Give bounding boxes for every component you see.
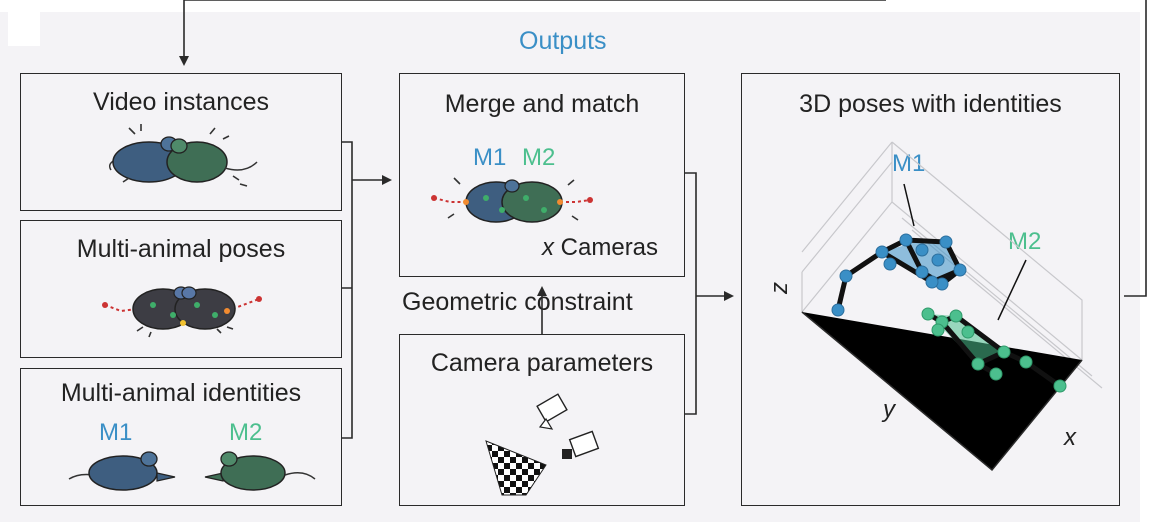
video-instances-title: Video instances [92, 88, 270, 116]
poses-3d-box: 3D poses with identities M1 M2 z y x [741, 73, 1120, 506]
multi-animal-identities-box: Multi-animal identities M1 M2 [20, 368, 342, 506]
video-mice-illustration [108, 124, 258, 187]
multi-animal-identities-title: Multi-animal identities [60, 379, 302, 407]
camera-calibration-illustration [485, 393, 600, 496]
camera-parameters-title: Camera parameters [430, 349, 654, 377]
outputs-label: Outputs [519, 27, 607, 55]
axis-y-label: y [883, 396, 895, 423]
pose3d-label-m2: M2 [1008, 228, 1042, 255]
mouse-m1-illustration [68, 451, 176, 491]
poses-3d-plot [801, 141, 1103, 472]
identity-label-m2: M2 [229, 419, 263, 446]
mouse-m2-illustration [204, 451, 316, 491]
poses-3d-title: 3D poses with identities [799, 90, 1062, 118]
feedback-loop-return [1124, 0, 1147, 297]
geometric-constraint-label: Geometric constraint [402, 288, 633, 316]
merge-and-match-box: Merge and match M1 M2 x Cameras [399, 73, 685, 277]
video-instances-box: Video instances [20, 73, 342, 211]
feedback-loop-line [179, 0, 886, 66]
pose3d-label-m1: M1 [892, 150, 926, 177]
panel-notch [8, 12, 40, 46]
merge-label-m2: M2 [522, 144, 556, 171]
multi-animal-poses-box: Multi-animal poses [20, 220, 342, 358]
pose-mice-illustration [102, 286, 262, 338]
cameras-variable: x [542, 234, 554, 261]
merge-mice-illustration [431, 177, 593, 223]
axis-x-label: x [1064, 424, 1076, 451]
inputs-bracket [342, 141, 353, 439]
identity-label-m1: M1 [99, 419, 133, 446]
merge-label-m1: M1 [473, 144, 507, 171]
merge-and-match-title: Merge and match [444, 90, 640, 118]
merge-camera-bracket [685, 172, 697, 415]
multi-animal-poses-title: Multi-animal poses [76, 235, 286, 263]
camera-parameters-box: Camera parameters [399, 334, 685, 506]
cameras-text: Cameras [554, 234, 659, 261]
cameras-label: x Cameras [542, 234, 658, 262]
